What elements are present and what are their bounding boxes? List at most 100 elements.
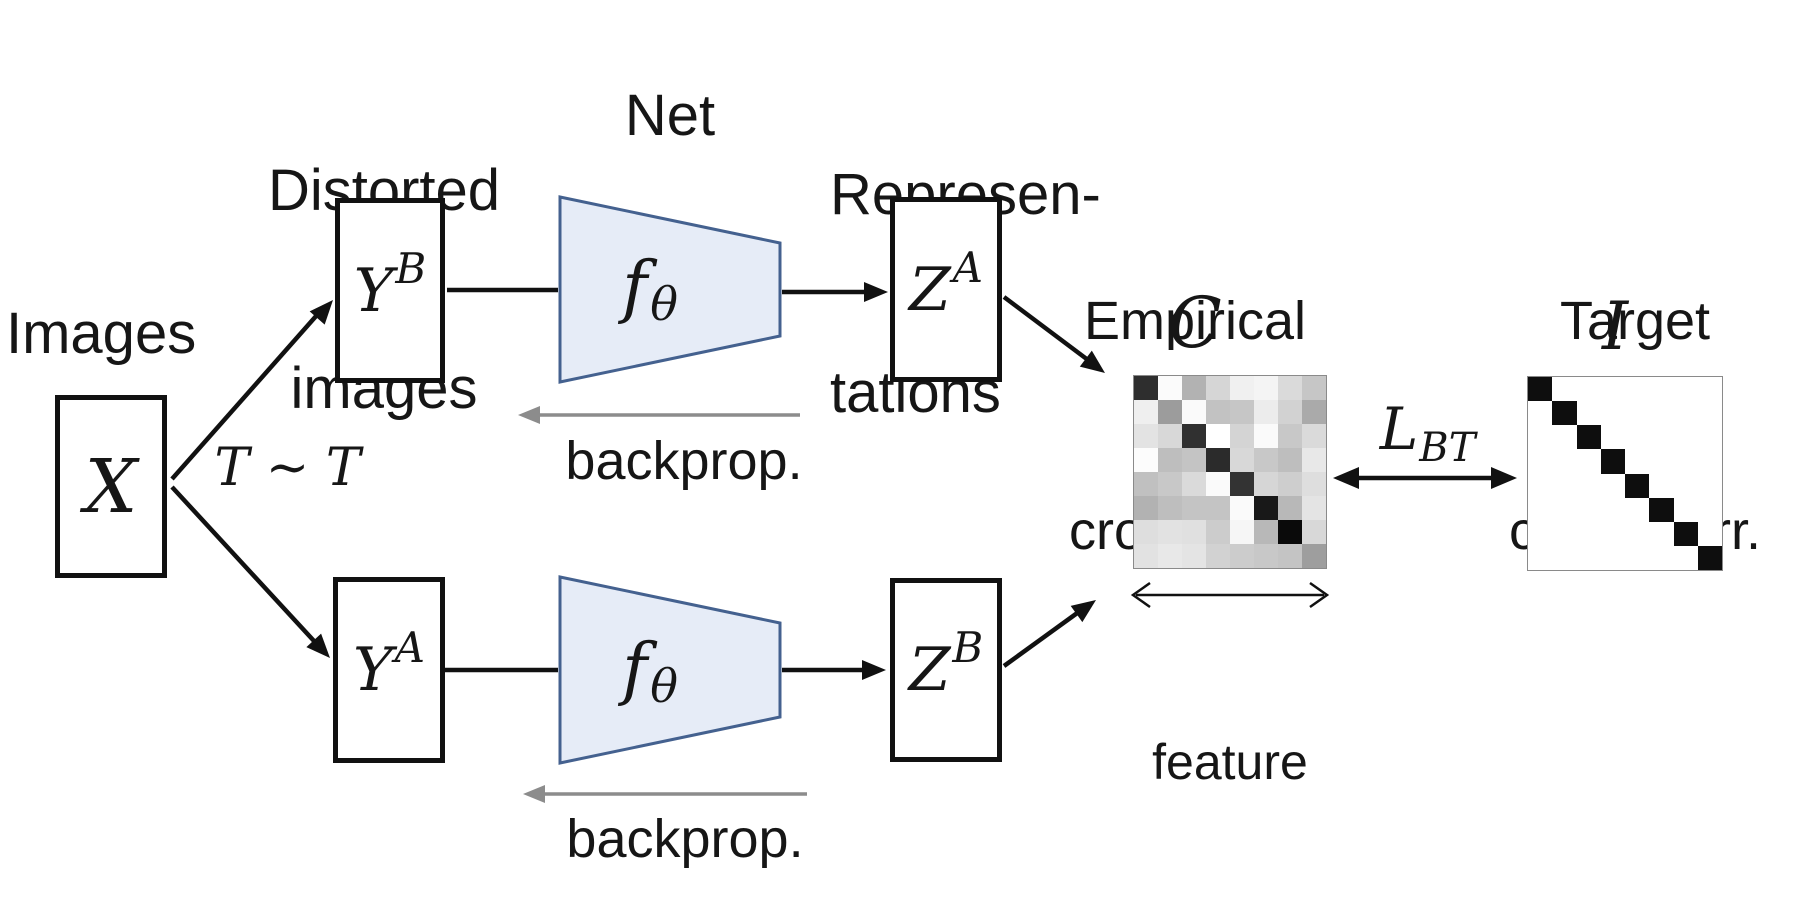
distorted-image-box-bottom: Y A [333, 577, 445, 763]
matrix-cell [1230, 424, 1254, 448]
encoder-output-arrow-top [782, 282, 888, 302]
matrix-cell [1673, 377, 1698, 402]
matrix-cell [1206, 472, 1230, 496]
matrix-cell [1649, 521, 1674, 546]
distorted-image-box-top: Y B [335, 198, 445, 383]
matrix-cell [1649, 425, 1674, 450]
matrix-cell [1528, 473, 1553, 498]
encoder-label-top: f θ [580, 247, 720, 331]
matrix-cell [1600, 377, 1625, 402]
matrix-cell [1576, 425, 1601, 450]
matrix-cell [1552, 497, 1577, 522]
matrix-cell [1182, 376, 1206, 400]
matrix-cell [1302, 424, 1326, 448]
matrix-cell [1278, 376, 1302, 400]
matrix-cell [1552, 545, 1577, 570]
matrix-cell [1182, 472, 1206, 496]
matrix-cell [1134, 544, 1158, 568]
matrix-cell [1158, 376, 1182, 400]
matrix-cell [1278, 424, 1302, 448]
representation-bottom-symbol: Z [908, 635, 951, 705]
matrix-cell [1673, 473, 1698, 498]
matrix-cell [1600, 473, 1625, 498]
representation-box-bottom: Z B [890, 578, 1002, 762]
matrix-cell [1673, 545, 1698, 570]
matrix-cell [1625, 425, 1650, 450]
matrix-cell [1134, 448, 1158, 472]
encoder-top-subscript: θ [650, 276, 678, 331]
matrix-cell [1230, 496, 1254, 520]
empirical-matrix-symbol: C [1168, 282, 1222, 364]
empirical-cross-correlation-matrix [1133, 375, 1327, 569]
matrix-cell [1600, 521, 1625, 546]
matrix-cell [1278, 448, 1302, 472]
matrix-cell [1134, 496, 1158, 520]
representation-bottom-superscript: B [952, 623, 984, 672]
loss-symbol: L [1379, 395, 1419, 463]
matrix-cell [1206, 544, 1230, 568]
matrix-cell [1182, 544, 1206, 568]
matrix-cell [1625, 521, 1650, 546]
encoder-bottom-symbol: f [622, 629, 648, 709]
matrix-cell [1528, 401, 1553, 426]
augmentation-arrow-bottom [170, 485, 330, 658]
matrix-cell [1158, 424, 1182, 448]
matrix-cell [1673, 497, 1698, 522]
repr-to-corr-arrow-bottom [1002, 600, 1096, 668]
matrix-cell [1254, 400, 1278, 424]
matrix-cell [1134, 400, 1158, 424]
loss-label: LBT [1362, 382, 1476, 476]
matrix-cell [1230, 376, 1254, 400]
matrix-cell [1697, 377, 1722, 402]
representation-box-top: Z A [890, 197, 1002, 382]
net-label: Net [624, 83, 716, 148]
matrix-cell [1528, 449, 1553, 474]
matrix-cell [1528, 521, 1553, 546]
matrix-cell [1600, 425, 1625, 450]
augmentation-arrow-top [170, 300, 333, 481]
matrix-cell [1182, 520, 1206, 544]
matrix-cell [1649, 449, 1674, 474]
matrix-cell [1576, 521, 1601, 546]
matrix-cell [1182, 448, 1206, 472]
matrix-cell [1697, 497, 1722, 522]
target-line1: Target [1559, 291, 1711, 351]
matrix-cell [1254, 448, 1278, 472]
matrix-cell [1302, 448, 1326, 472]
matrix-cell [1625, 497, 1650, 522]
matrix-cell [1206, 400, 1230, 424]
loss-double-arrow [1333, 467, 1517, 489]
encoder-label-bottom: f θ [580, 629, 720, 713]
matrix-cell [1158, 496, 1182, 520]
matrix-cell [1625, 449, 1650, 474]
matrix-cell [1254, 376, 1278, 400]
matrix-cell [1528, 545, 1553, 570]
matrix-cell [1302, 400, 1326, 424]
matrix-cell [1278, 544, 1302, 568]
matrix-cell [1673, 425, 1698, 450]
matrix-cell [1158, 400, 1182, 424]
matrix-cell [1649, 401, 1674, 426]
distorted-top-symbol: Y [353, 255, 394, 326]
matrix-cell [1576, 473, 1601, 498]
empirical-line1: Empirical [1083, 291, 1307, 351]
matrix-cell [1230, 472, 1254, 496]
backprop-arrow-bottom [523, 785, 807, 803]
matrix-cell [1552, 521, 1577, 546]
representation-top-superscript: A [952, 242, 984, 292]
matrix-cell [1625, 377, 1650, 402]
encoder-top-symbol: f [622, 247, 648, 327]
matrix-cell [1302, 520, 1326, 544]
encoder-bottom-subscript: θ [650, 658, 678, 713]
matrix-cell [1254, 424, 1278, 448]
matrix-cell [1576, 449, 1601, 474]
matrix-cell [1278, 400, 1302, 424]
matrix-cell [1625, 545, 1650, 570]
matrix-cell [1134, 520, 1158, 544]
matrix-cell [1649, 545, 1674, 570]
matrix-cell [1206, 376, 1230, 400]
matrix-cell [1552, 425, 1577, 450]
matrix-cell [1278, 520, 1302, 544]
matrix-cell [1158, 448, 1182, 472]
